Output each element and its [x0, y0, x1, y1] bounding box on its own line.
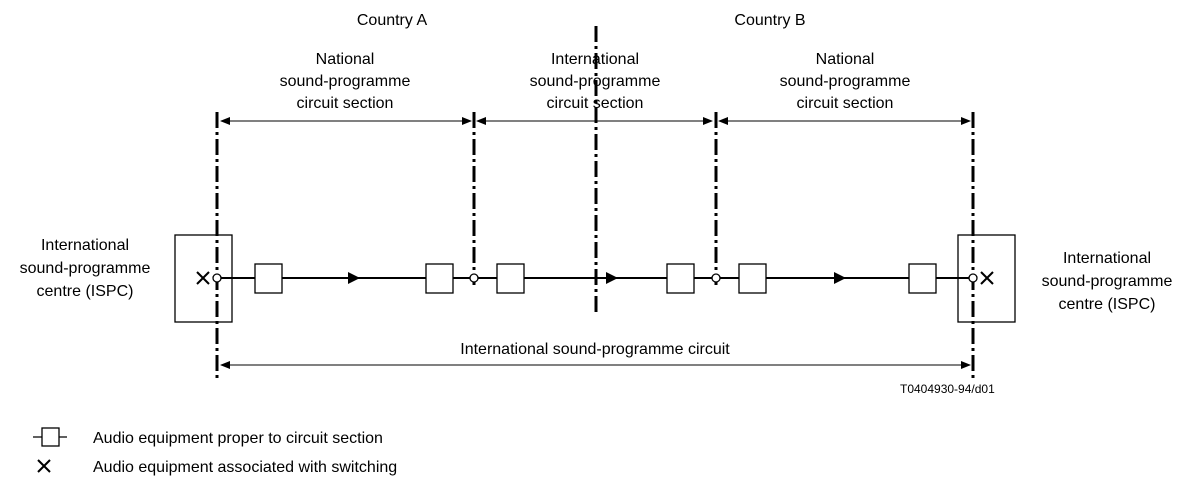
svg-text:National: National: [816, 51, 875, 68]
legend-cross-text: Audio equipment associated with switchin…: [93, 459, 397, 476]
junction-circle: [212, 273, 222, 283]
country-b-label: Country B: [734, 12, 805, 29]
ispc-label-left: International sound-programme centre (IS…: [20, 237, 151, 300]
direction-arrow-3: [834, 272, 846, 284]
equipment-box: [254, 263, 283, 294]
svg-text:centre (ISPC): centre (ISPC): [37, 283, 134, 300]
junction-circle: [968, 273, 978, 283]
junction-circle: [711, 273, 721, 283]
figure-reference: T0404930-94/d01: [900, 382, 995, 396]
svg-text:sound-programme: sound-programme: [780, 73, 911, 90]
equipment-box-legend-icon: [33, 427, 67, 447]
svg-text:circuit section: circuit section: [547, 95, 644, 112]
equipment-box: [908, 263, 937, 294]
cross-legend-icon: [37, 459, 51, 473]
svg-text:sound-programme: sound-programme: [20, 260, 151, 277]
svg-text:circuit section: circuit section: [797, 95, 894, 112]
legend-box-text: Audio equipment proper to circuit sectio…: [93, 430, 383, 447]
circuit-label: International sound-programme circuit: [460, 341, 730, 358]
direction-arrow-2: [606, 272, 618, 284]
equipment-box: [496, 263, 525, 294]
svg-text:sound-programme: sound-programme: [1042, 273, 1173, 290]
svg-text:sound-programme: sound-programme: [280, 73, 411, 90]
ispc-label-right: International sound-programme centre (IS…: [1042, 250, 1173, 313]
country-a-label: Country A: [357, 12, 428, 29]
equipment-box: [738, 263, 767, 294]
junction-circle: [469, 273, 479, 283]
svg-text:International: International: [1063, 250, 1151, 267]
legend: Audio equipment proper to circuit sectio…: [33, 427, 397, 476]
svg-text:centre (ISPC): centre (ISPC): [1059, 296, 1156, 313]
cross-icon: [196, 271, 210, 285]
svg-text:National: National: [316, 51, 375, 68]
equipment-box: [666, 263, 695, 294]
direction-arrow-1: [348, 272, 360, 284]
section-label-right: National sound-programme circuit section: [780, 51, 911, 112]
svg-text:International: International: [41, 237, 129, 254]
svg-text:circuit section: circuit section: [297, 95, 394, 112]
cross-icon: [980, 271, 994, 285]
equipment-box: [425, 263, 454, 294]
section-label-left: National sound-programme circuit section: [280, 51, 411, 112]
